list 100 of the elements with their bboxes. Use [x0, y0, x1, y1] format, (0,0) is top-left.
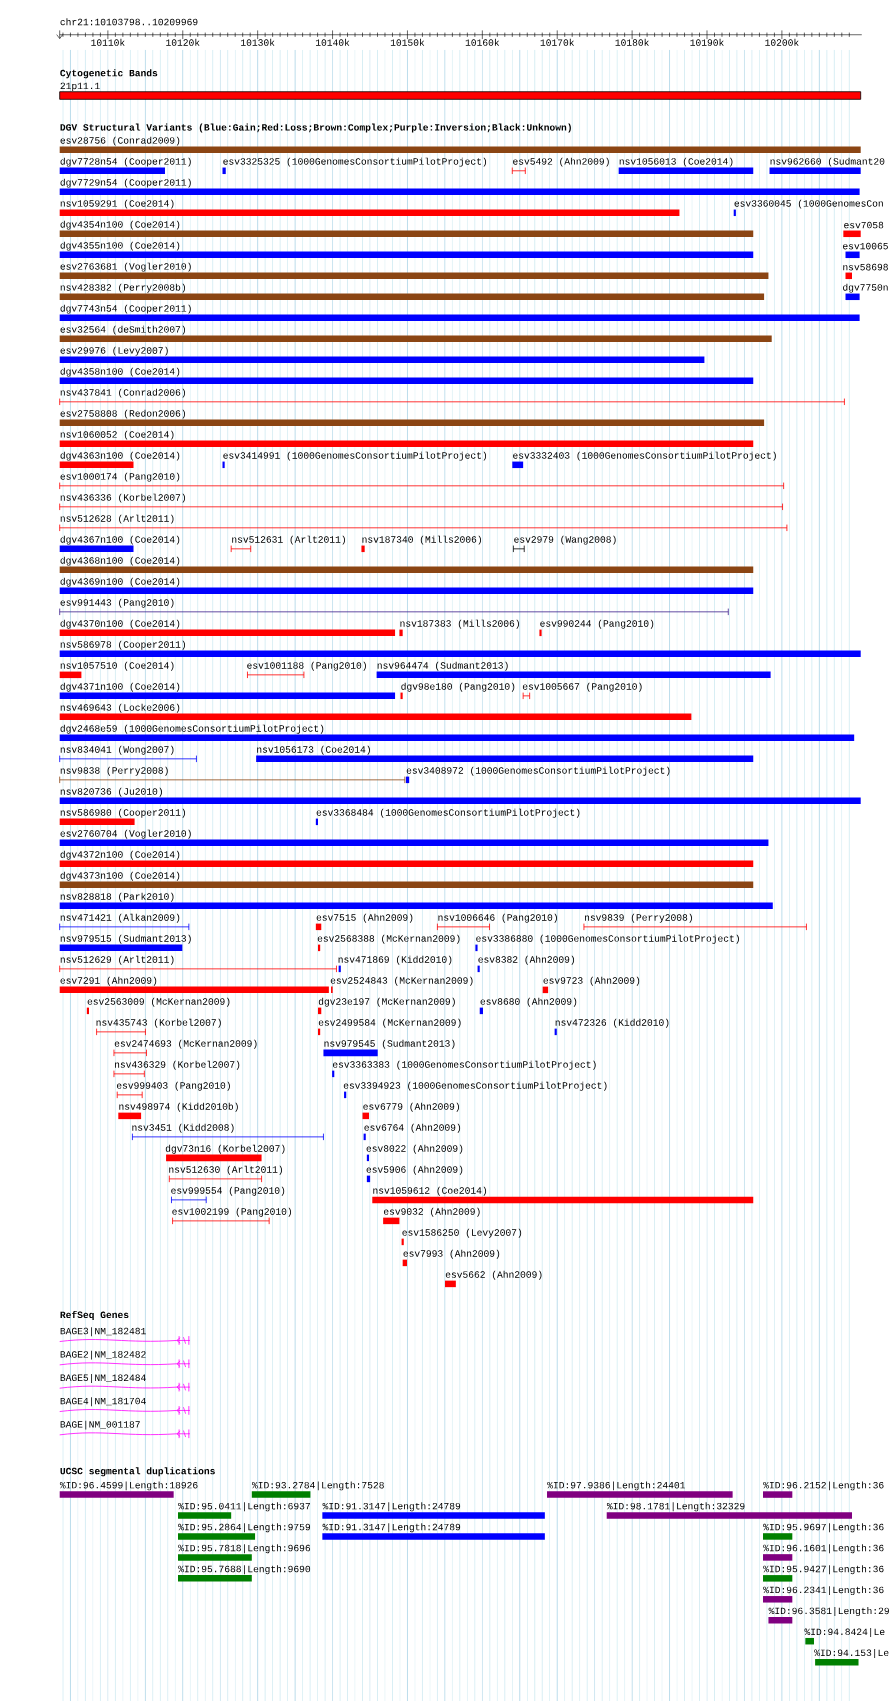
variant-label: dgv4354n100 (Coe2014): [60, 220, 180, 230]
variant-label: nsv834041 (Wong2007): [60, 745, 174, 755]
variant-label: nsv3451 (Kidd2008): [132, 1123, 234, 1133]
gene-label: BAGE5|NM_182484: [60, 1373, 146, 1383]
duplication-label: %ID:96.2341|Length:36: [763, 1586, 884, 1596]
variant-label: nsv9838 (Perry2008): [60, 766, 168, 776]
tick-label: 10160k: [465, 38, 500, 46]
gene-label: BAGE4|NM_181704: [60, 1397, 146, 1407]
variant-label: dgv23e197 (McKernan2009): [318, 997, 455, 1007]
variant-label: dgv7728n54 (Cooper2011): [60, 157, 191, 167]
variant-label: nsv187383 (Mills2006): [400, 619, 519, 629]
variant-label: nsv512628 (Arlt2011): [60, 514, 174, 524]
duplication-label: %ID:95.9427|Length:36: [763, 1565, 884, 1575]
duplication-label: %ID:96.1601|Length:36: [763, 1544, 884, 1554]
variant-label: nsv820736 (Ju2010): [60, 787, 162, 797]
duplication-label: %ID:93.2784|Length:7528: [252, 1481, 384, 1491]
variant-label: dgv4363n100 (Coe2014): [60, 451, 180, 461]
variant-label: esv3386880 (1000GenomesConsortiumPilotProject): [476, 934, 739, 944]
variant-label: esv10065: [843, 242, 888, 250]
track-title: Cytogenetic Bands: [60, 69, 158, 79]
variant-label: nsv512630 (Arlt2011): [169, 1165, 282, 1175]
duplication-label: %ID:98.1781|Length:32329: [606, 1502, 745, 1512]
variant-label: dgv4368n100 (Coe2014): [60, 556, 180, 566]
tick-label: 10190k: [690, 38, 724, 46]
variant-label: esv2563009 (McKernan2009): [87, 997, 230, 1007]
duplication-label: %ID:95.9697|Length:36: [763, 1523, 884, 1533]
variant-label: nsv9839 (Perry2008): [584, 913, 692, 923]
variant-label: esv1001188 (Pang2010): [247, 661, 366, 671]
variant-label: esv8680 (Ahn2009): [480, 997, 577, 1007]
gene-label: BAGE|NM_001187: [60, 1420, 140, 1430]
variant-label: esv999403 (Pang2010): [116, 1081, 230, 1091]
variant-label: nsv436336 (Korbel2007): [60, 493, 185, 503]
variant-label: nsv1056173 (Coe2014): [257, 745, 370, 755]
variant-label: esv2568388 (McKernan2009): [317, 934, 460, 944]
variant-label: dgv4355n100 (Coe2014): [60, 241, 180, 251]
variant-label: nsv472326 (Kidd2010): [555, 1018, 669, 1028]
variant-label: esv3360045 (1000GenomesCon: [734, 199, 883, 209]
variant-label: esv28756 (Conrad2009): [60, 136, 180, 146]
variant-label: nsv187340 (Mills2006): [362, 535, 481, 545]
tick-label: 10150k: [390, 38, 425, 46]
variant-label: esv1005667 (Pang2010): [522, 682, 642, 692]
variant-label: nsv435743 (Korbel2007): [96, 1018, 221, 1028]
variant-label: esv3368484 (1000GenomesConsortiumPilotProject): [316, 808, 580, 818]
gene-label: BAGE2|NM_182482: [60, 1350, 146, 1360]
variant-label: esv2979 (Wang2008): [514, 535, 616, 545]
variant-label: esv2763681 (Vogler2010): [60, 262, 191, 272]
variant-label: esv7058: [844, 221, 884, 229]
duplication-label: %ID:95.2864|Length:9759: [178, 1523, 310, 1533]
variant-label: nsv586978 (Cooper2011): [60, 640, 185, 650]
variant-label: esv8382 (Ahn2009): [478, 955, 575, 965]
variant-label: nsv1006646 (Pang2010): [438, 913, 557, 923]
variant-label: esv6764 (Ahn2009): [364, 1123, 461, 1133]
variant-label: dgv7750n: [843, 283, 888, 293]
variant-label: esv32564 (deSmith2007): [60, 325, 185, 335]
variant-label: nsv437841 (Conrad2006): [60, 388, 185, 398]
variant-label: nsv428382 (Perry2008b): [60, 283, 185, 293]
variant-label: esv5492 (Ahn2009): [513, 157, 609, 167]
variant-label: esv990244 (Pang2010): [540, 619, 654, 629]
variant-label: esv2474693 (McKernan2009): [114, 1039, 257, 1049]
variant-label: esv7291 (Ahn2009): [60, 976, 157, 986]
variant-label: dgv7729n54 (Cooper2011): [60, 178, 191, 188]
variant-label: dgv4370n100 (Coe2014): [60, 619, 180, 629]
tick-label: 10130k: [241, 38, 275, 46]
duplication-label: %ID:96.2152|Length:36: [763, 1481, 884, 1491]
duplication-label: %ID:94.8424|Le: [804, 1628, 885, 1637]
variant-label: esv1002199 (Pang2010): [172, 1207, 292, 1217]
variant-label: esv3363383 (1000GenomesConsortiumPilotProject): [332, 1060, 596, 1070]
variant-label: nsv828818 (Park2010): [60, 892, 174, 902]
variant-label: dgv73n16 (Korbel2007): [165, 1144, 285, 1154]
variant-label: esv29976 (Levy2007): [60, 346, 168, 356]
duplication-label: %ID:91.3147|Length:24789: [322, 1523, 461, 1533]
variant-label: esv6779 (Ahn2009): [363, 1102, 459, 1112]
variant-label: esv7515 (Ahn2009): [316, 913, 413, 923]
duplication-label: %ID:91.3147|Length:24789: [322, 1502, 461, 1512]
variant-label: nsv586980 (Cooper2011): [60, 808, 185, 818]
duplication-label: %ID:94.153|Le: [814, 1649, 889, 1658]
variant-label: esv3414991 (1000GenomesConsortiumPilotProject): [223, 451, 487, 461]
variant-label: nsv979515 (Sudmant2013): [60, 934, 191, 944]
variant-label: dgv4372n100 (Coe2014): [60, 850, 180, 860]
variant-label: esv999554 (Pang2010): [171, 1186, 285, 1196]
variant-label: esv2758808 (Redon2006): [60, 409, 185, 419]
variant-label: esv5662 (Ahn2009): [445, 1270, 542, 1280]
duplication-label: %ID:95.7688|Length:9690: [178, 1565, 311, 1575]
variant-label: esv9723 (Ahn2009): [543, 976, 640, 986]
variant-label: esv3325325 (1000GenomesConsortiumPilotProject): [223, 157, 487, 167]
variant-label: dgv4373n100 (Coe2014): [60, 871, 180, 881]
duplication-label: %ID:96.4599|Length:18926: [59, 1481, 198, 1491]
variant-label: dgv98e180 (Pang2010): [401, 682, 515, 692]
gene-label: BAGE3|NM_182481: [60, 1327, 146, 1337]
variant-label: esv2760704 (Vogler2010): [60, 829, 191, 839]
variant-label: nsv498974 (Kidd2010b): [119, 1102, 238, 1112]
variant-label: esv1586250 (Levy2007): [402, 1228, 522, 1238]
variant-label: esv2499584 (McKernan2009): [318, 1018, 461, 1028]
variant-label: nsv436329 (Korbel2007): [115, 1060, 240, 1070]
band-label: 21p11.1: [60, 82, 100, 92]
variant-label: dgv4367n100 (Coe2014): [60, 535, 180, 545]
variant-label: nsv1056013 (Coe2014): [619, 157, 733, 167]
variant-label: esv3394923 (1000GenomesConsortiumPilotProject): [343, 1081, 607, 1091]
tick-label: 10140k: [315, 38, 350, 46]
variant-label: nsv979545 (Sudmant2013): [324, 1039, 455, 1049]
